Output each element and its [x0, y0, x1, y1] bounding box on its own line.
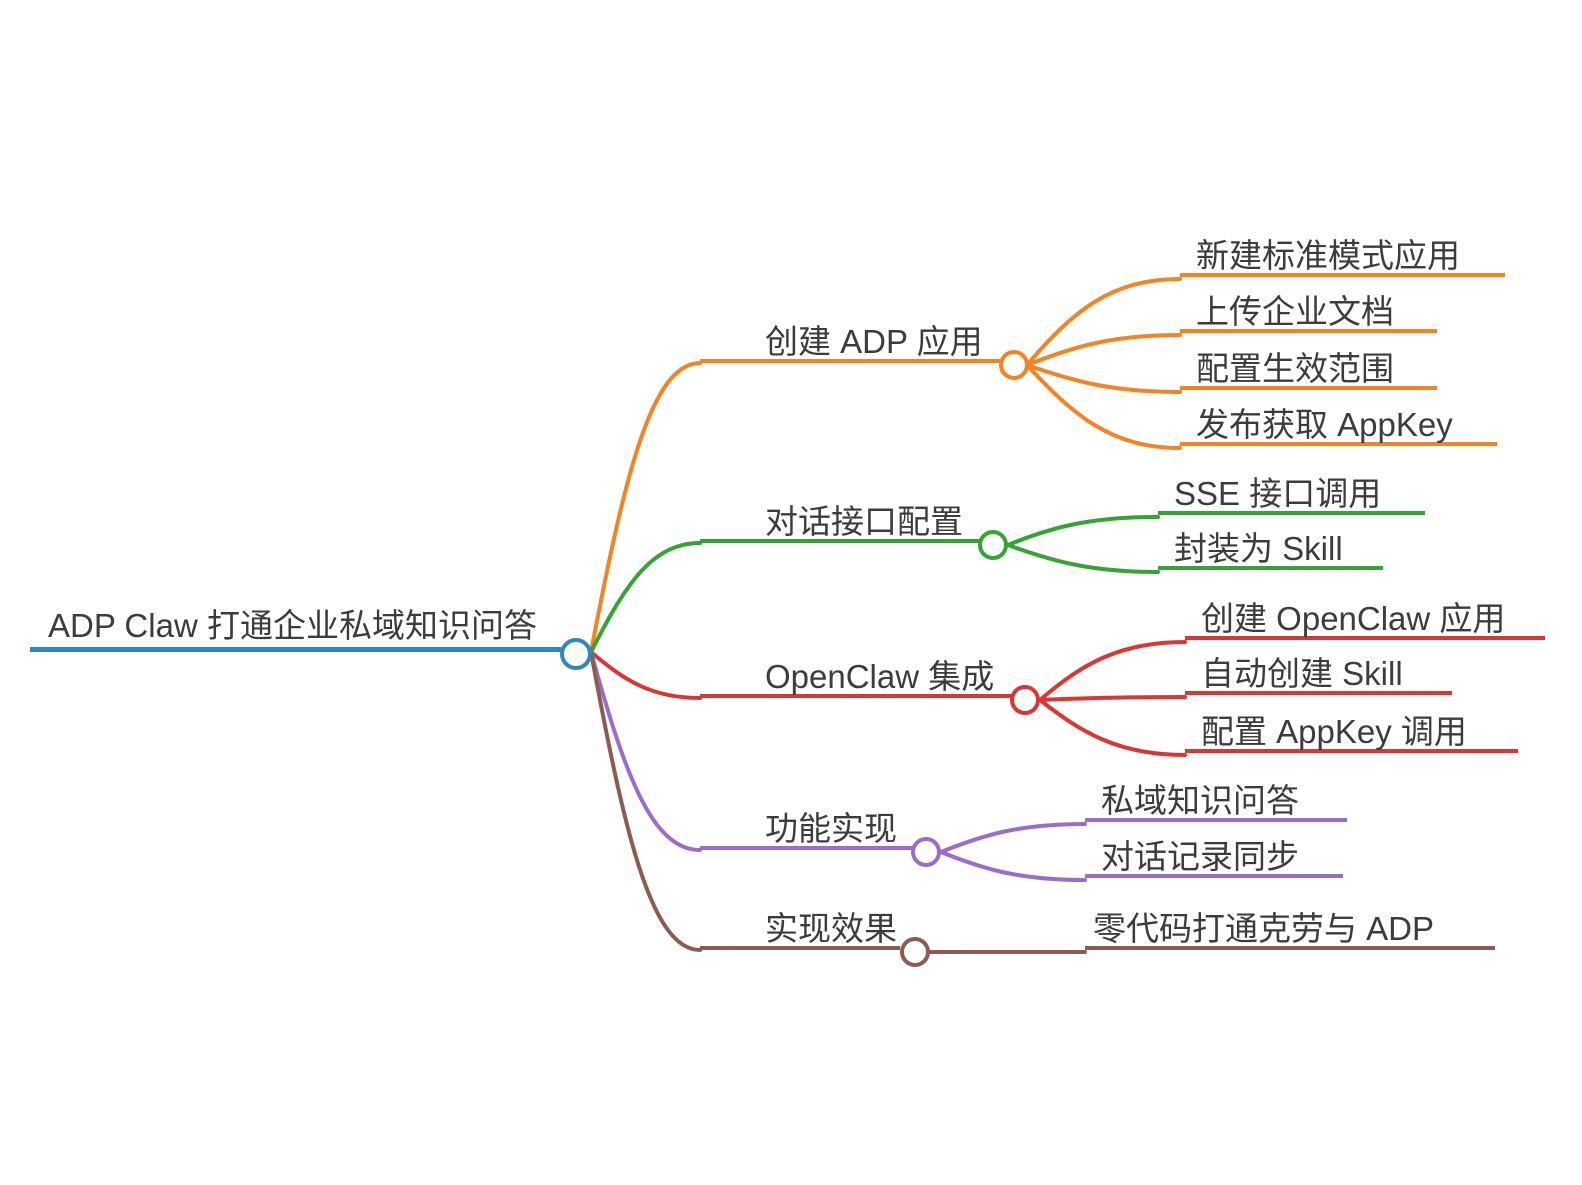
branch-0-child-0-label[interactable]: 新建标准模式应用: [1180, 233, 1505, 277]
branch-4-label[interactable]: 实现效果: [700, 906, 900, 950]
link-root-to-branch-1: [589, 541, 702, 654]
link-branch-1-child-0: [1006, 515, 1160, 547]
branch-0-child-1-label[interactable]: 上传企业文档: [1180, 289, 1437, 333]
root-node[interactable]: ADP Claw 打通企业私域知识问答: [30, 604, 561, 652]
branch-2-label[interactable]: OpenClaw 集成: [700, 654, 1012, 698]
link-branch-2-child-0: [1038, 640, 1187, 702]
branch-4-child-0-label[interactable]: 零代码打通克劳与 ADP: [1085, 906, 1495, 950]
branch-2-child-0-label[interactable]: 创建 OpenClaw 应用: [1185, 596, 1545, 640]
branch-3-child-1-label[interactable]: 对话记录同步: [1085, 834, 1343, 878]
link-branch-0-child-1: [1025, 333, 1182, 367]
branch-1-label[interactable]: 对话接口配置: [700, 499, 980, 543]
branch-0-label[interactable]: 创建 ADP 应用: [700, 319, 1000, 363]
root-node-toggle[interactable]: [560, 638, 592, 670]
link-root-to-branch-3: [589, 650, 702, 852]
link-branch-2-child-2: [1038, 698, 1187, 757]
link-branch-0-child-0: [1025, 277, 1182, 367]
link-root-to-branch-4: [589, 650, 702, 952]
branch-0-child-2-label[interactable]: 配置生效范围: [1180, 346, 1437, 390]
link-branch-1-child-1: [1006, 543, 1160, 574]
branch-2-child-1-label[interactable]: 自动创建 Skill: [1185, 651, 1452, 695]
branch-4-toggle[interactable]: [900, 937, 930, 967]
branch-3-child-0-label[interactable]: 私域知识问答: [1085, 778, 1347, 822]
link-branch-0-child-3: [1025, 363, 1182, 450]
branch-1-child-1-label[interactable]: 封装为 Skill: [1158, 526, 1383, 570]
link-branch-3-child-1: [939, 850, 1087, 882]
link-root-to-branch-2: [589, 650, 702, 700]
branch-0-toggle[interactable]: [999, 350, 1029, 380]
branch-3-label[interactable]: 功能实现: [700, 806, 913, 850]
branch-2-toggle[interactable]: [1010, 685, 1040, 715]
branch-1-toggle[interactable]: [978, 530, 1008, 560]
branch-3-toggle[interactable]: [911, 837, 941, 867]
branch-0-child-3-label[interactable]: 发布获取 AppKey: [1180, 402, 1497, 446]
link-branch-3-child-0: [939, 822, 1087, 854]
link-branch-0-child-2: [1025, 363, 1182, 394]
link-branch-2-child-1: [1038, 695, 1187, 702]
branch-2-child-2-label[interactable]: 配置 AppKey 调用: [1185, 709, 1518, 753]
link-root-to-branch-0: [589, 361, 702, 654]
branch-1-child-0-label[interactable]: SSE 接口调用: [1158, 471, 1425, 515]
